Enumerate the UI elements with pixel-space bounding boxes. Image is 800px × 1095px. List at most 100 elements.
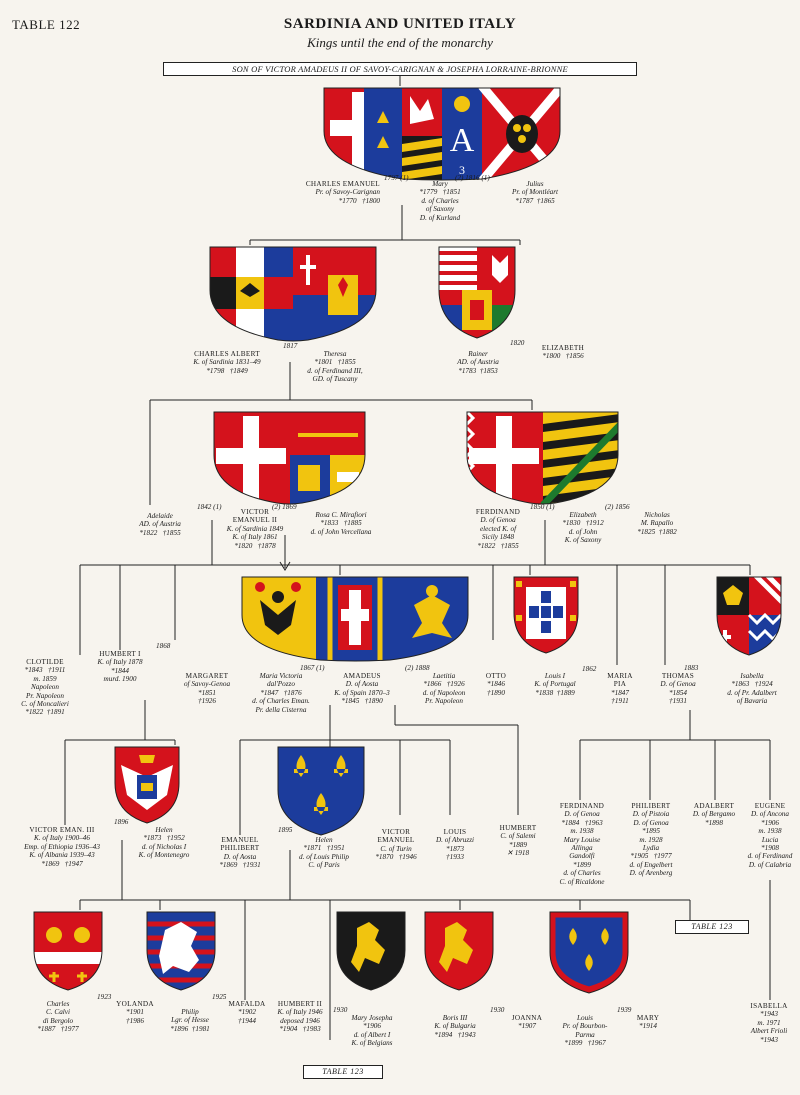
person-info: AD. of Austria *1822 †1855 xyxy=(139,520,181,537)
person-info: Pr. of Bourbon- Parma *1899 †1967 xyxy=(562,1022,608,1048)
marriage-date: 1925 xyxy=(212,993,227,1001)
person-info: *1887 †1977 xyxy=(37,1025,79,1034)
person-name: CHARLES EMANUEL xyxy=(305,180,380,188)
person-name: HUMBERT I xyxy=(99,650,141,658)
person-info: D. of Genoa elected K. of Sicily 1848 *1… xyxy=(477,516,519,550)
person-info: *1833 †1885 d. of John Vercellana xyxy=(310,519,372,536)
marriage-date: 1868 xyxy=(156,642,171,650)
coat-of-arms-bourbon-parma xyxy=(549,911,629,994)
marriage-date: 1883 xyxy=(684,664,699,672)
person-info: *1901 †1986 xyxy=(126,1008,144,1025)
marriage-date: 1923 xyxy=(97,993,112,1001)
coat-of-arms-hesse xyxy=(146,911,216,991)
person-info: C. of Turin *1870 †1946 xyxy=(375,844,417,862)
person-info: K. of Portugal *1838 †1889 xyxy=(534,680,576,697)
coat-of-arms-thomas-genoa xyxy=(716,576,782,656)
marriage-date: 1820 xyxy=(510,339,525,347)
page-subtitle: Kings until the end of the monarchy xyxy=(307,35,493,50)
table-123-link[interactable]: TABLE 123 xyxy=(303,1065,383,1079)
page-title: SARDINIA AND UNITED ITALY xyxy=(283,16,517,32)
marriage-date: 1930 xyxy=(490,1006,505,1014)
person-info: *1779 †1851 d. of Charles of Saxony D. o… xyxy=(419,188,461,222)
person-name: OTTO xyxy=(485,672,507,680)
person-name: VICTOR EMANUEL xyxy=(377,828,415,845)
person-name: Louis I xyxy=(544,672,566,680)
person-name: VICTOR EMANUEL II xyxy=(232,508,278,525)
person-info: D. of Pistoia D. of Genoa *1895 m. 1928 … xyxy=(629,810,673,878)
person-info: *1906 d. of Albert I K. of Belgians xyxy=(351,1022,393,1048)
person-name: Rainer xyxy=(468,350,488,358)
person-name: HUMBERT II xyxy=(277,1000,323,1008)
marriage-date: (2) 1888 xyxy=(405,664,430,672)
person-name: Mary Josepha xyxy=(351,1014,393,1022)
person-info: D. of Aosta K. of Spain 1870–3 *1845 †18… xyxy=(334,680,390,706)
person-info: *1873 †1952 d. of Nicholas I K. of Monte… xyxy=(138,834,190,860)
coat-of-arms-portugal xyxy=(513,576,579,654)
person-name: Charles C. Calvi di Bergolo xyxy=(42,1000,74,1025)
person-yolanda: YOLANDA*1901 †1986 xyxy=(110,1000,160,1025)
person-info: D. of Aosta *1869 †1931 xyxy=(219,852,261,870)
marriage-date: 1797 (1) xyxy=(384,174,409,182)
person-name: MARIA PIA xyxy=(607,672,633,689)
person-info: D. of Bergamo *1898 xyxy=(692,810,736,827)
coat-of-arms-montenegro xyxy=(114,746,180,824)
person-clotilde: CLOTILDE*1843 †1911 m. 1859 Napoleon Pr.… xyxy=(10,658,80,717)
person-info: *1800 †1856 xyxy=(542,352,584,361)
coat-of-arms-ferdinand-genoa xyxy=(466,411,619,505)
person-name: Maria Victoria dal'Pozzo xyxy=(259,672,303,689)
person-name: AMADEUS xyxy=(343,672,381,680)
person-name: Mary xyxy=(432,180,448,188)
person-name: Nicholas xyxy=(644,511,670,519)
person-info: *1830 †1912 d. of John K. of Saxony xyxy=(562,519,604,545)
person-name: JOANNA xyxy=(511,1014,543,1022)
person-info: *1943 m. 1971 Albert Frioli *1943 xyxy=(750,1010,788,1044)
person-maria-pia: MARIA PIA*1847 †1911 xyxy=(598,672,642,706)
person-helen-orleans: Helen*1871 †1951 d. of Louis Philip C. o… xyxy=(286,836,362,870)
person-name: ADALBERT xyxy=(693,802,735,810)
person-name: EMANUEL PHILIBERT xyxy=(220,836,260,853)
person-info: *1866 †1926 d. of Napoleon Pr. Napoleon xyxy=(422,680,466,706)
person-name: Adelaide xyxy=(147,512,173,520)
person-mary: Mary*1779 †1851 d. of Charles of Saxony … xyxy=(400,180,480,222)
person-name: Rosa C. Mirafiori xyxy=(315,511,367,519)
marriage-date: 1895 xyxy=(278,826,293,834)
person-elizabeth-saxony: Elizabeth*1830 †1912 d. of John K. of Sa… xyxy=(548,511,618,545)
marriage-date: 1817 xyxy=(283,342,298,350)
person-name: Elizabeth xyxy=(569,511,597,519)
person-info: *1846 †1890 xyxy=(487,680,505,697)
coat-of-arms-belgium xyxy=(336,911,406,991)
person-name: MARGARET xyxy=(185,672,229,680)
marriage-date: 1867 (1) xyxy=(300,664,325,672)
coat-of-arms-bulgaria xyxy=(424,911,494,991)
person-helen-montenegro: Helen*1873 †1952 d. of Nicholas I K. of … xyxy=(124,826,204,860)
person-name: ELIZABETH xyxy=(541,344,585,352)
person-theresa: Theresa*1801 †1855 d. of Ferdinand III, … xyxy=(290,350,380,384)
person-name: CLOTILDE xyxy=(26,658,64,666)
person-info: *1863 †1924 d. of Pr. Adalbert of Bavari… xyxy=(727,680,777,706)
person-name: THOMAS xyxy=(661,672,695,680)
person-info: K. of Sardinia 1849 K. of Italy 1861 *18… xyxy=(226,524,284,550)
person-info: *1843 †1911 m. 1859 Napoleon Pr. Napoleo… xyxy=(21,666,69,717)
person-rosa: Rosa C. Mirafiori*1833 †1885 d. of John … xyxy=(296,511,386,536)
person-info: Lgr. of Hesse *1896 †1981 xyxy=(170,1016,210,1033)
marriage-date: (2) 1816 (1) xyxy=(455,174,490,182)
person-info: D. of Genoa *1884 †1963 m. 1938 Mary Lou… xyxy=(559,810,605,886)
table-123-link[interactable]: TABLE 123 xyxy=(675,920,749,934)
